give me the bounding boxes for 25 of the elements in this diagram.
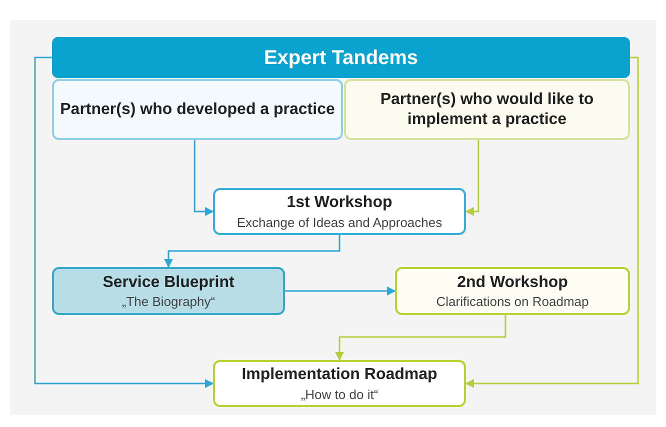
arrow	[194, 140, 214, 216]
box-subtitle: Exchange of Ideas and Approaches	[236, 214, 442, 230]
box-subtitle: „How to do it“	[300, 386, 378, 402]
box-title: 1st Workshop	[286, 193, 392, 213]
header-bar	[52, 37, 630, 78]
process-box	[213, 360, 466, 407]
arrow	[285, 286, 396, 296]
process-box	[213, 188, 466, 235]
box-title: Partner(s) who would like to implement a practice	[379, 90, 595, 129]
box-title: Implementation Roadmap	[242, 365, 438, 385]
arrow	[335, 315, 506, 361]
box-title: Partner(s) who developed a practice	[60, 100, 335, 120]
process-box	[52, 79, 343, 140]
box-subtitle: „The Biography“	[122, 294, 216, 310]
process-box	[344, 79, 630, 140]
arrow	[164, 235, 340, 268]
arrow	[34, 56, 214, 388]
arrow	[465, 56, 639, 388]
box-subtitle: Clarifications on Roadmap	[436, 294, 589, 310]
box-title: 2nd Workshop	[457, 272, 568, 292]
process-box	[395, 267, 630, 315]
box-title: Service Blueprint	[102, 272, 234, 292]
process-box	[52, 267, 285, 315]
header-title: Expert Tandems	[264, 46, 418, 70]
arrow	[465, 140, 480, 216]
